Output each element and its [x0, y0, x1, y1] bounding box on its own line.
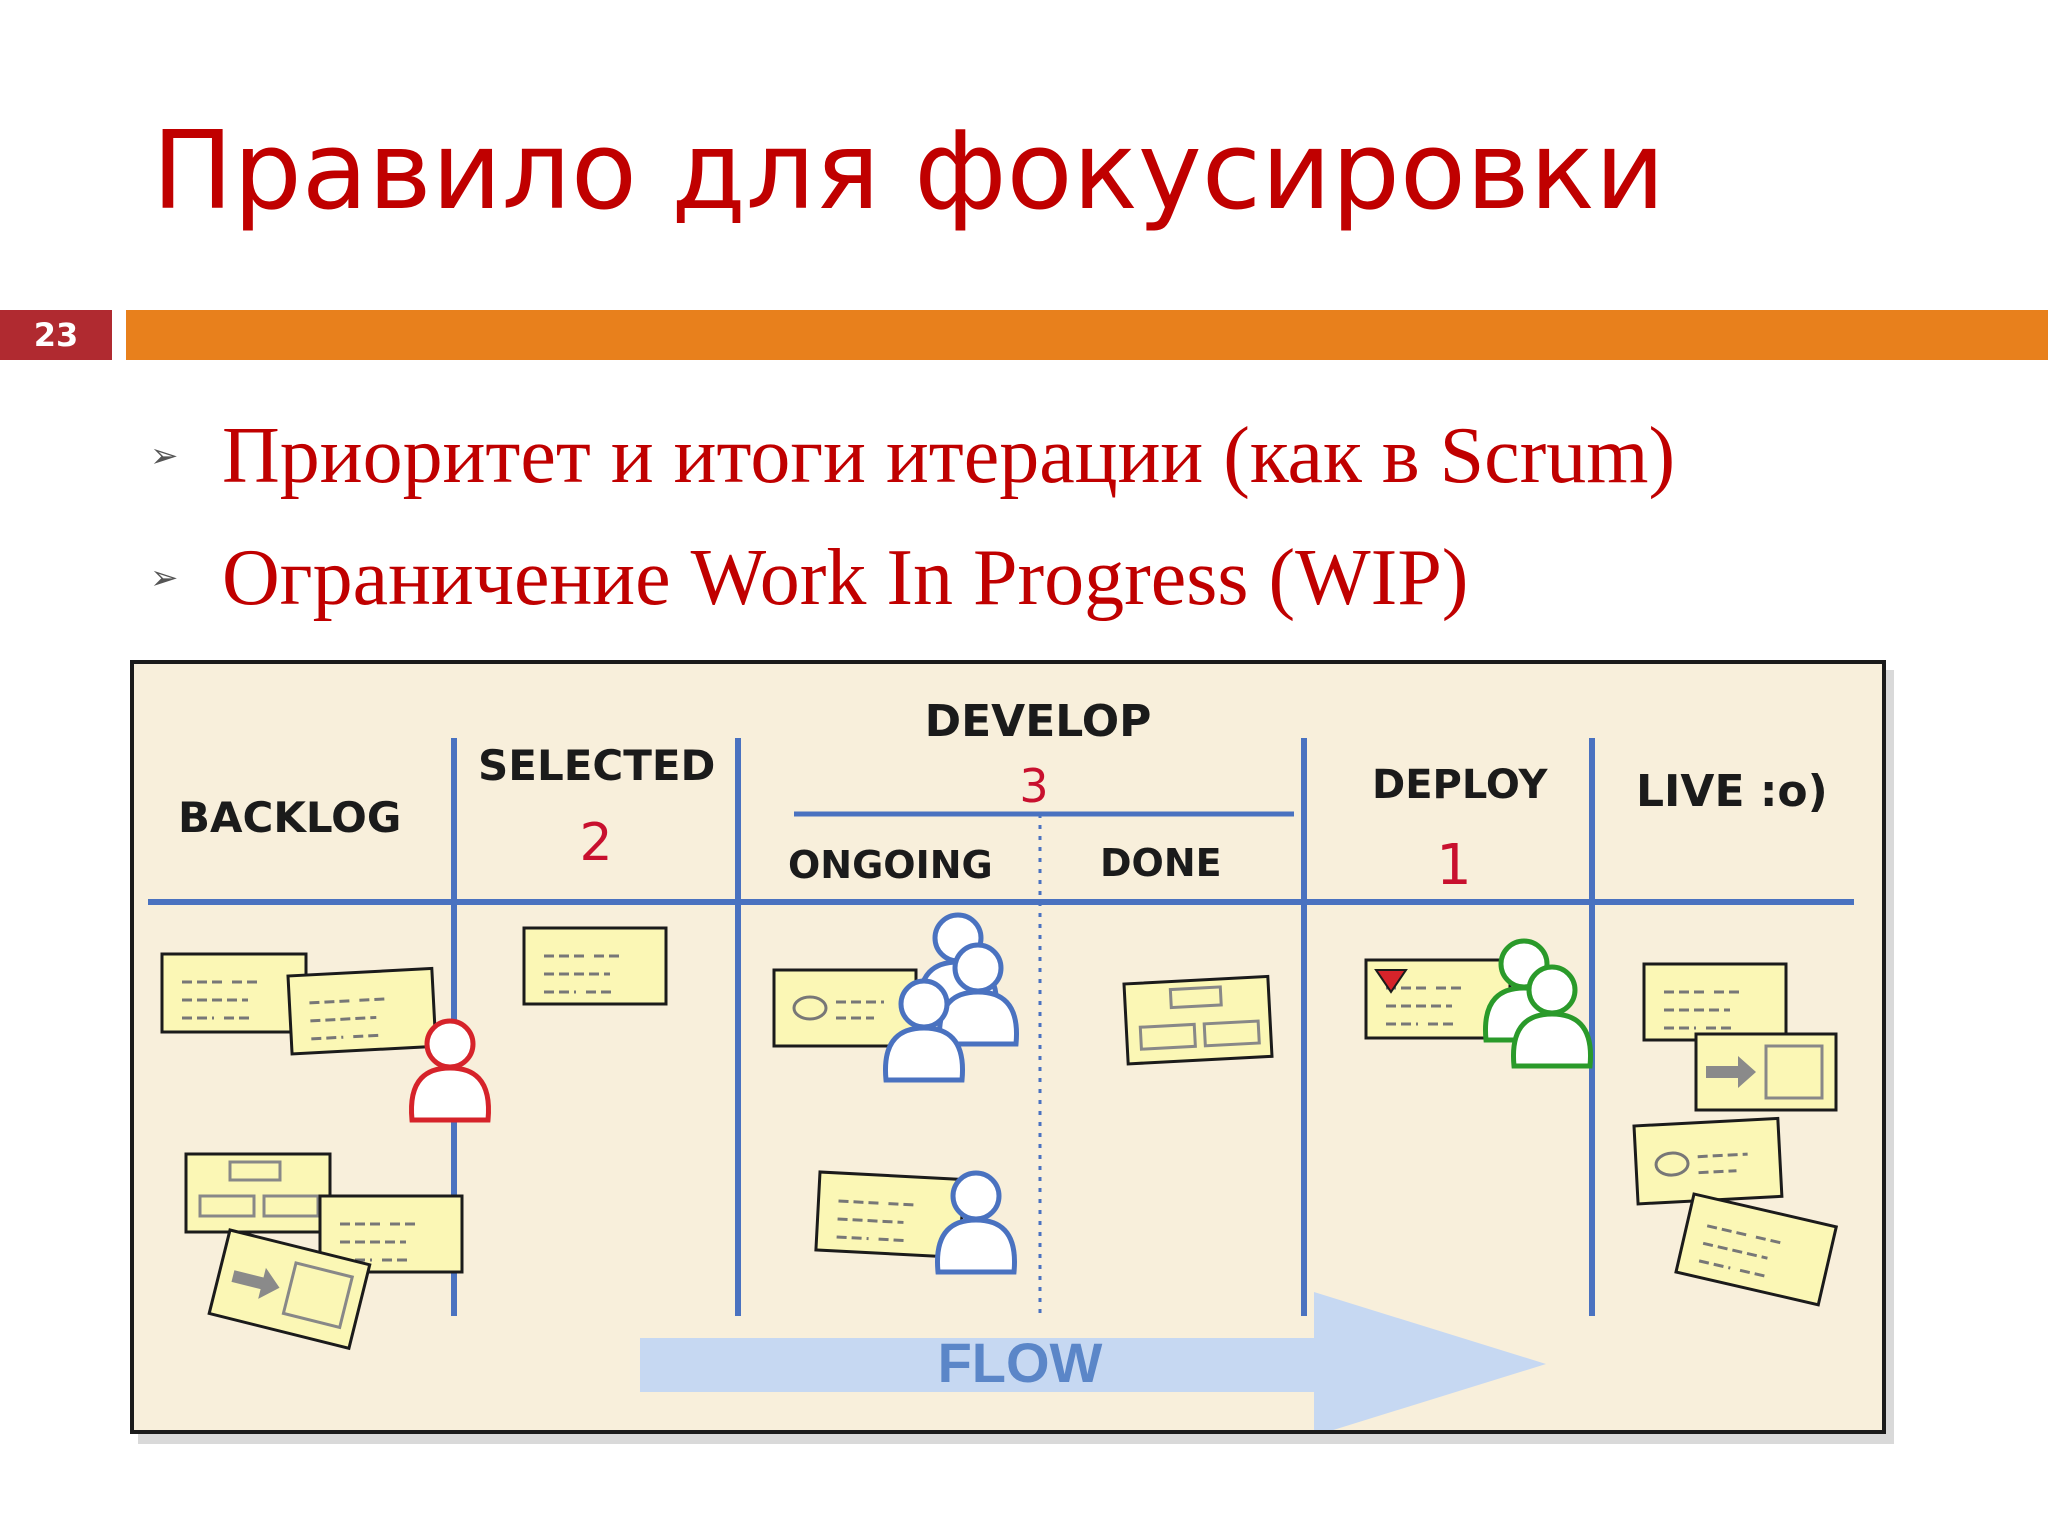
slide-title: Правило для фокусировки — [152, 109, 1666, 234]
kanban-card — [772, 968, 918, 1048]
wip-limit-develop: 3 — [1019, 759, 1048, 813]
kanban-card — [1632, 1116, 1784, 1206]
bullet-list: ➢ Приоритет и итоги итерации (как в Scru… — [150, 395, 1675, 639]
kanban-card — [1122, 974, 1274, 1066]
slide-number: 23 — [0, 310, 112, 360]
column-selected-label: SELECTED — [478, 741, 715, 790]
bullet-text: Ограничение Work In Progress (WIP) — [222, 533, 1469, 622]
column-backlog-label: BACKLOG — [178, 793, 401, 842]
bullet-text: Приоритет и итоги итерации (как в Scrum) — [222, 411, 1676, 500]
column-deploy-label: DEPLOY — [1372, 762, 1548, 808]
column-ongoing-label: ONGOING — [788, 843, 993, 887]
kanban-card — [160, 952, 308, 1034]
flow-arrow — [640, 1292, 1546, 1430]
kanban-board-drawing: FLOW BACKLOG SELECTED 2 DEVELOP 3 ONGOIN… — [148, 696, 1854, 1430]
bullet-item: ➢ Приоритет и итоги итерации (как в Scru… — [150, 395, 1675, 517]
flow-label: FLOW — [938, 1331, 1103, 1394]
wip-limit-selected: 2 — [579, 813, 612, 873]
arrowhead-icon: ➢ — [150, 436, 179, 476]
kanban-board: FLOW BACKLOG SELECTED 2 DEVELOP 3 ONGOIN… — [130, 660, 1886, 1434]
kanban-card — [207, 1228, 372, 1351]
column-develop-label: DEVELOP — [925, 696, 1152, 747]
column-dividers — [148, 738, 1854, 1316]
kanban-card — [286, 966, 438, 1056]
accent-bar — [126, 310, 2048, 360]
kanban-card — [814, 1170, 966, 1260]
column-done-label: DONE — [1100, 841, 1222, 885]
arrowhead-icon: ➢ — [150, 558, 179, 598]
kanban-card — [1694, 1032, 1838, 1112]
wip-limit-deploy: 1 — [1436, 833, 1472, 898]
kanban-card — [1642, 962, 1788, 1042]
cards — [160, 926, 1839, 1351]
blocked-marker-icon — [1374, 969, 1408, 994]
kanban-card — [1674, 1192, 1839, 1307]
kanban-card — [522, 926, 668, 1006]
column-live-label: LIVE :o) — [1636, 766, 1828, 817]
bullet-item: ➢ Ограничение Work In Progress (WIP) — [150, 517, 1675, 639]
kanban-card — [184, 1152, 332, 1234]
